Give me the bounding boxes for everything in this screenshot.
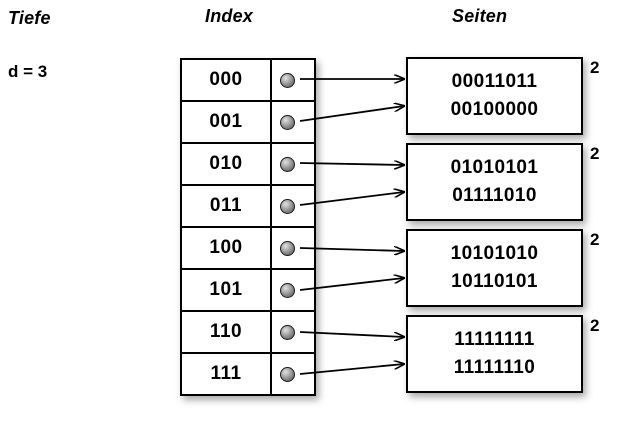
index-pointer-cell[interactable]	[272, 312, 314, 352]
index-key: 001	[182, 102, 272, 142]
page-bucket[interactable]: 00011011 00100000	[406, 57, 583, 135]
page-record: 10110101	[451, 271, 538, 292]
index-key: 010	[182, 144, 272, 184]
index-row[interactable]: 110	[182, 312, 314, 354]
page-local-depth-badge: 2	[590, 316, 600, 335]
index-pointer-cell[interactable]	[272, 60, 314, 100]
index-key: 000	[182, 60, 272, 100]
page-record: 11111111	[454, 329, 535, 351]
index-key: 011	[182, 186, 272, 226]
pointer-dot-icon	[280, 156, 295, 172]
pointer-dot-icon	[280, 240, 295, 256]
index-key: 110	[182, 312, 272, 352]
index-row[interactable]: 011	[182, 186, 314, 228]
page-record: 00100000	[450, 99, 539, 120]
pointer-dot-icon	[280, 198, 295, 214]
index-row[interactable]: 100	[182, 228, 314, 270]
index-pointer-cell[interactable]	[272, 102, 314, 142]
index-row[interactable]: 001	[182, 102, 314, 144]
index-row[interactable]: 000	[182, 60, 314, 102]
page-record: 10101010	[450, 243, 539, 265]
page-bucket[interactable]: 01010101 01111010	[406, 143, 583, 221]
pointer-dot-icon	[280, 366, 295, 382]
column-header-pages: Seiten	[452, 6, 508, 26]
index-row[interactable]: 101	[182, 270, 314, 312]
pointer-dot-icon	[280, 114, 295, 130]
index-pointer-cell[interactable]	[272, 270, 314, 310]
index-pointer-cell[interactable]	[272, 186, 314, 226]
pointer-dot-icon	[280, 72, 295, 88]
column-header-depth: Tiefe	[8, 8, 51, 28]
index-directory-table: 000 001 010 011 100	[180, 58, 316, 396]
index-key: 100	[182, 228, 272, 268]
depth-value: d = 3	[8, 62, 48, 81]
page-bucket[interactable]: 10101010 10110101	[406, 229, 583, 307]
index-key: 111	[182, 354, 272, 394]
page-local-depth-badge: 2	[590, 58, 600, 77]
index-pointer-cell[interactable]	[272, 144, 314, 184]
page-record: 11111110	[453, 357, 536, 378]
index-row[interactable]: 010	[182, 144, 314, 186]
page-record: 00011011	[451, 71, 538, 93]
index-pointer-cell[interactable]	[272, 354, 314, 394]
pointer-dot-icon	[280, 282, 295, 298]
index-key: 101	[182, 270, 272, 310]
pointer-dot-icon	[280, 324, 295, 340]
page-local-depth-badge: 2	[590, 230, 600, 249]
page-record: 01111010	[452, 185, 537, 206]
index-pointer-cell[interactable]	[272, 228, 314, 268]
page-record: 01010101	[450, 157, 539, 179]
page-local-depth-badge: 2	[590, 144, 600, 163]
column-header-index: Index	[205, 6, 254, 26]
page-bucket[interactable]: 11111111 11111110	[406, 315, 583, 393]
index-row[interactable]: 111	[182, 354, 314, 394]
